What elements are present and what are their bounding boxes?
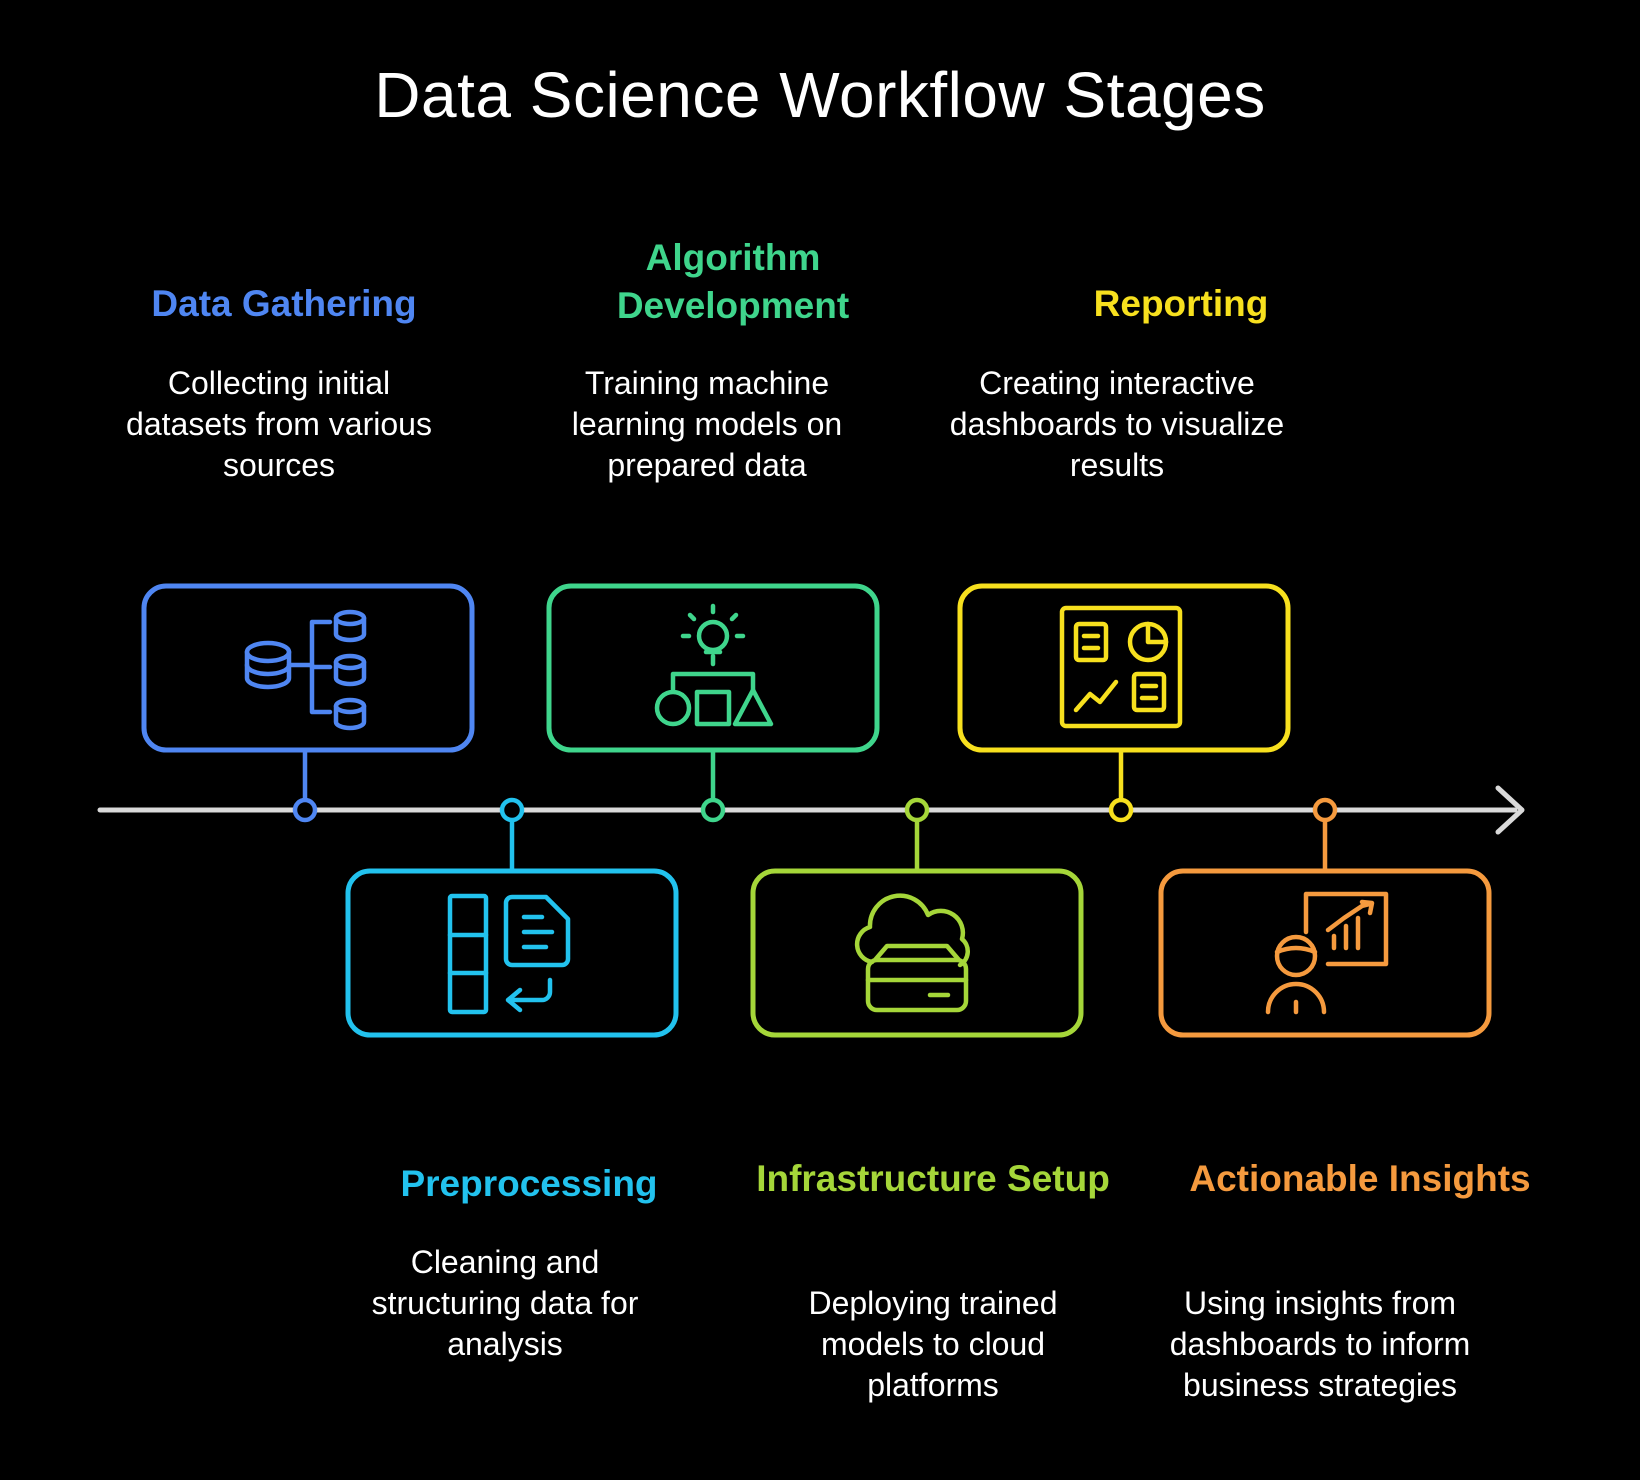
database-hierarchy-icon [244,609,367,731]
dashboard-icon [1059,605,1183,729]
timeline-node-algorithm-development [700,797,726,823]
timeline [97,785,1525,835]
stage-title-algorithm-development: Algorithm Development [616,237,850,326]
stage-title-infrastructure-setup: Infrastructure Setup [756,1158,1110,1199]
cloud-server-icon [854,893,970,1013]
stage-preprocessing [345,797,679,1038]
stage-infrastructure-setup [750,797,1084,1038]
presenter-chart-icon [1265,891,1389,1015]
stage-data-gathering [141,583,475,823]
stage-desc-reporting: Creating interactive dashboards to visua… [949,365,1285,483]
stage-box-reporting [957,583,1291,753]
stage-algorithm-development [546,583,880,823]
stage-desc-preprocessing: Cleaning and structuring data for analys… [371,1244,639,1362]
stage-title-reporting: Reporting [1093,283,1269,324]
stage-desc-algorithm-development: Training machine learning models on prep… [571,365,843,483]
stage-desc-infrastructure-setup: Deploying trained models to cloud platfo… [808,1285,1058,1403]
stage-actionable-insights [1158,797,1492,1038]
timeline-node-infrastructure-setup [904,797,930,823]
stage-reporting [957,583,1291,823]
timeline-node-preprocessing [499,797,525,823]
stage-title-actionable-insights: Actionable Insights [1189,1158,1531,1199]
timeline-node-reporting [1108,797,1134,823]
stage-desc-actionable-insights: Using insights from dashboards to inform… [1169,1285,1471,1403]
idea-shapes-icon [654,603,774,727]
timeline-node-actionable-insights [1312,797,1338,823]
stage-box-data-gathering [141,583,475,753]
data-cleaning-icon [447,893,571,1015]
stage-desc-data-gathering: Collecting initial datasets from various… [126,365,432,483]
stage-title-preprocessing: Preprocessing [400,1163,658,1204]
page-title: Data Science Workflow Stages [374,59,1266,131]
stage-title-data-gathering: Data Gathering [151,283,417,324]
timeline-node-data-gathering [292,797,318,823]
timeline-arrowhead [1495,785,1525,835]
